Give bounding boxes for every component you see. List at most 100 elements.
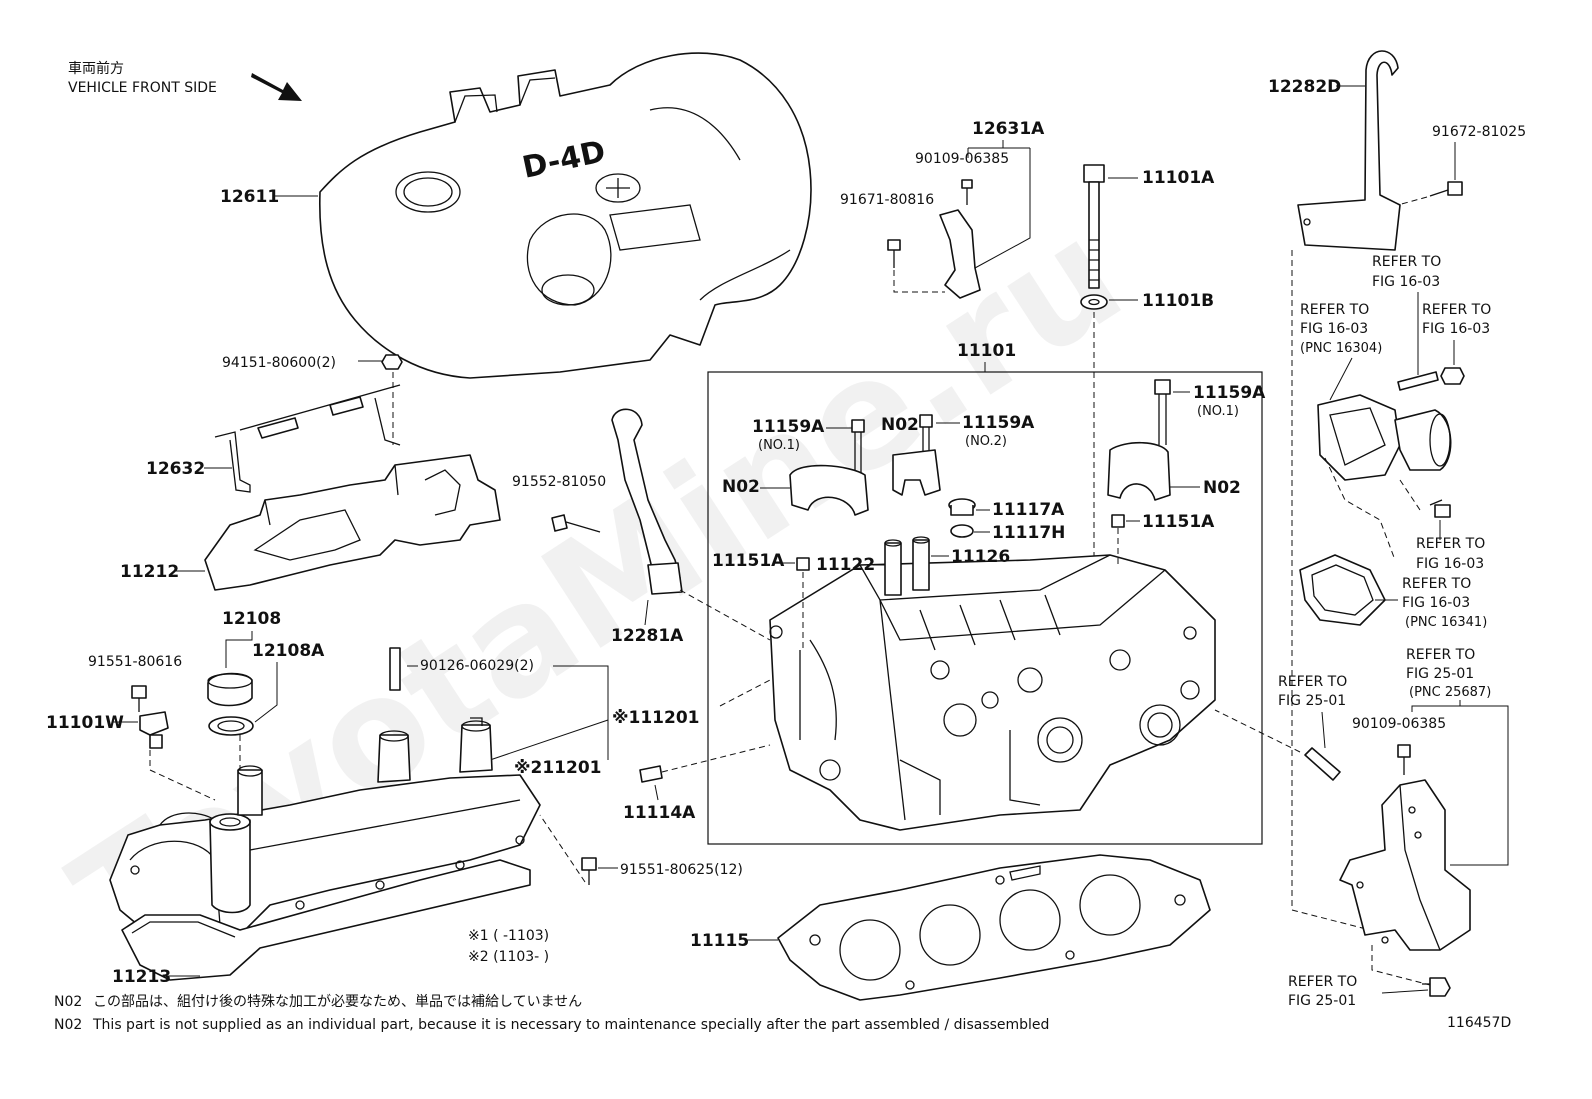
label-12631A: 12631A	[972, 119, 1045, 139]
label-12108A: 12108A	[252, 641, 325, 661]
label-12108: 12108	[222, 609, 281, 629]
head-bolt-11101A	[1083, 164, 1105, 289]
refer-7-line1: REFER TO	[1406, 647, 1475, 663]
cylinder-head-assy-frame	[707, 371, 1263, 845]
label-90109-06385-top: 90109-06385	[915, 151, 1009, 167]
label-11101: 11101	[957, 341, 1016, 361]
label-11159A-mid-sub: (NO.2)	[965, 434, 1007, 449]
stud-90126-06029	[389, 647, 401, 691]
bolt-91551-80616	[131, 685, 147, 712]
label-11101A: 11101A	[1142, 168, 1215, 188]
label-94151-80600: 94151-80600(2)	[222, 355, 336, 371]
label-11126: 11126	[951, 547, 1010, 567]
dowel-pin-right	[1111, 514, 1125, 528]
label-11159A-right: 11159A	[1193, 383, 1266, 403]
camshaft-cap-left	[789, 464, 869, 516]
label-11213: 11213	[112, 967, 171, 987]
label-11212: 11212	[120, 562, 179, 582]
bolt-91551-80625	[581, 857, 597, 885]
refer-7-line2: FIG 25-01	[1406, 666, 1474, 682]
refer-8-line2: FIG 25-01	[1288, 993, 1356, 1009]
refer-2-line1: REFER TO	[1300, 302, 1369, 318]
valve-guide-11122	[884, 539, 902, 596]
bolt-refer-16-03	[1429, 499, 1451, 518]
stud-refer-25-01	[1304, 747, 1341, 781]
refer-2-line3: (PNC 16304)	[1300, 341, 1382, 356]
valve-guide-11126	[912, 536, 930, 591]
refer-6-line1: REFER TO	[1278, 674, 1347, 690]
label-91672-81025: 91672-81025	[1432, 124, 1526, 140]
label-11159A-mid: 11159A	[962, 413, 1035, 433]
cylinder-head	[769, 554, 1216, 831]
label-N02-left: N02	[722, 477, 760, 497]
cap-bolt-left	[851, 419, 865, 480]
label-11101W: 11101W	[46, 713, 124, 733]
refer-3-line2: FIG 16-03	[1422, 321, 1490, 337]
label-12281A: 12281A	[611, 626, 684, 646]
label-11151A-left: 11151A	[712, 551, 785, 571]
refer-2-line2: FIG 16-03	[1300, 321, 1368, 337]
vehicle-front-en: VEHICLE FRONT SIDE	[68, 80, 217, 96]
label-11101B: 11101B	[1142, 291, 1214, 311]
head-gasket-11115	[777, 854, 1211, 1001]
camshaft-cap-right	[1107, 441, 1171, 501]
footnote-serial-1: ※1 ( -1103)	[468, 928, 549, 944]
label-11201-1: ※111201	[612, 708, 700, 728]
refer-5-line3: (PNC 16341)	[1405, 615, 1487, 630]
label-N02-top: N02	[881, 415, 919, 435]
head-cover-gasket-11213	[121, 859, 531, 981]
cylinder-head-cover	[109, 717, 541, 943]
label-N02-right: N02	[1203, 478, 1241, 498]
label-11117H: 11117H	[992, 523, 1065, 543]
refer-6-line2: FIG 25-01	[1278, 693, 1346, 709]
note-jp-text: この部品は、組付け後の特殊な加工が必要なため、単品では補給していません	[93, 994, 582, 1010]
label-91671-80816: 91671-80816	[840, 192, 934, 208]
refer-3-line1: REFER TO	[1422, 302, 1491, 318]
label-91552-81050: 91552-81050	[512, 474, 606, 490]
timing-cover-11212	[204, 454, 501, 591]
cap-bolt-right	[1154, 379, 1171, 445]
sensor-11101W	[139, 711, 169, 749]
nut-94151-80600	[381, 354, 403, 370]
valve-stem-seal	[948, 498, 976, 538]
lifting-bracket-12282D	[1297, 50, 1401, 251]
dowel-11114A	[639, 765, 663, 783]
bolt-91671-80816	[887, 239, 901, 268]
label-11114A: 11114A	[623, 803, 696, 823]
washer-11101B	[1080, 294, 1108, 310]
lifting-bracket-12281A	[611, 408, 683, 595]
vehicle-front-jp: 車両前方	[68, 60, 124, 77]
refer-1-line1: REFER TO	[1372, 254, 1441, 270]
refer-5-line1: REFER TO	[1402, 576, 1471, 592]
engine-mount-bracket	[1339, 779, 1471, 951]
refer-4-line2: FIG 16-03	[1416, 556, 1484, 572]
label-12611: 12611	[220, 187, 279, 207]
refer-5-line2: FIG 16-03	[1402, 595, 1470, 611]
label-11159A-left: 11159A	[752, 417, 825, 437]
nut-refer-16-03	[1440, 367, 1465, 385]
oil-filler-cap-12108	[207, 672, 253, 707]
label-12632: 12632	[146, 459, 205, 479]
label-11159A-left-sub: (NO.1)	[758, 438, 800, 453]
refer-7-line3: (PNC 25687)	[1409, 685, 1491, 700]
refer-8-line1: REFER TO	[1288, 974, 1357, 990]
figure-id: 116457D	[1447, 1015, 1511, 1031]
camshaft-cap-mid	[892, 449, 941, 496]
vehicle-front-arrow-icon	[251, 73, 302, 101]
label-11115: 11115	[690, 931, 749, 951]
note-en-text: This part is not supplied as an individu…	[92, 1017, 1049, 1033]
label-91551-80616: 91551-80616	[88, 654, 182, 670]
label-11122: 11122	[816, 555, 875, 575]
gasket-12108A	[208, 716, 254, 736]
bolt-91672-81025	[1429, 181, 1463, 197]
label-90109-06385-right: 90109-06385	[1352, 716, 1446, 732]
label-11159A-right-sub: (NO.1)	[1197, 404, 1239, 419]
label-11151A-right: 11151A	[1142, 512, 1215, 532]
outlet-gasket	[1299, 554, 1386, 626]
bracket-12631A	[939, 209, 981, 299]
bolt-90109-06385	[961, 179, 973, 205]
label-11117A: 11117A	[992, 500, 1065, 520]
refer-4-line1: REFER TO	[1416, 536, 1485, 552]
footnote-serial-2: ※2 (1103- )	[468, 949, 549, 965]
